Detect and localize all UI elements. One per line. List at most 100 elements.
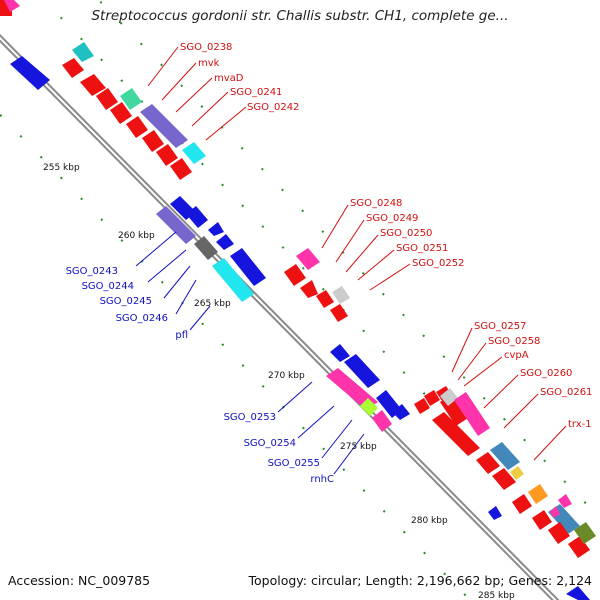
tick-row <box>0 113 471 600</box>
gene-arrow[interactable] <box>156 144 178 166</box>
gene-arrow[interactable] <box>532 510 552 530</box>
leader-line <box>457 342 487 381</box>
accession-label: Accession: <box>8 573 75 588</box>
gene-label[interactable]: SGO_0245 <box>100 296 152 307</box>
gene-label[interactable]: SGO_0252 <box>412 258 464 269</box>
length-value: 2,196,662 bp; <box>416 573 505 588</box>
gene-arrow[interactable] <box>316 290 334 308</box>
gene-label[interactable]: SGO_0258 <box>488 336 540 347</box>
gene-arrow[interactable] <box>550 506 560 518</box>
gene-arrow[interactable] <box>10 56 50 90</box>
leader-line <box>503 393 539 429</box>
gene-arrow[interactable] <box>512 494 532 514</box>
gene-label[interactable]: SGO_0261 <box>540 387 592 398</box>
gene-arrow[interactable] <box>216 234 234 250</box>
gene-arrow[interactable] <box>566 586 590 600</box>
leader-line <box>205 106 247 141</box>
gene-arrow[interactable] <box>528 484 548 504</box>
gene-arrow[interactable] <box>574 522 596 544</box>
reverse-leader-lines <box>135 231 365 475</box>
gene-label[interactable]: SGO_0248 <box>350 198 402 209</box>
gene-arrow[interactable] <box>142 130 164 152</box>
gene-label[interactable]: SGO_0238 <box>180 42 232 53</box>
scale-label: 255 kbp <box>43 163 80 173</box>
leader-line <box>175 77 213 113</box>
gene-arrow[interactable] <box>326 368 378 410</box>
gene-arrow[interactable] <box>392 404 410 420</box>
gene-arrow[interactable] <box>490 442 520 470</box>
gene-arrow[interactable] <box>96 88 118 110</box>
gene-arrow[interactable] <box>548 522 570 544</box>
gene-arrow[interactable] <box>558 494 572 508</box>
gene-arrow[interactable] <box>492 468 516 490</box>
gene-arrow[interactable] <box>182 142 206 164</box>
gene-arrow[interactable] <box>568 536 590 558</box>
gene-label[interactable]: SGO_0243 <box>66 266 118 277</box>
gene-label[interactable]: SGO_0260 <box>520 368 572 379</box>
leader-line <box>451 327 473 373</box>
gene-label[interactable]: SGO_0257 <box>474 321 526 332</box>
gene-arrow[interactable] <box>72 42 94 62</box>
gene-arrow[interactable] <box>510 466 524 480</box>
gene-arrow[interactable] <box>424 390 440 406</box>
gene-arrow[interactable] <box>300 280 318 298</box>
genes-label: Genes: <box>508 573 553 588</box>
gene-arrow[interactable] <box>170 158 192 180</box>
gene-label[interactable]: SGO_0244 <box>82 281 134 292</box>
leader-line <box>533 425 567 461</box>
leader-line <box>147 46 179 87</box>
gene-arrow[interactable] <box>440 388 458 406</box>
gene-arrow[interactable] <box>284 264 306 286</box>
gene-arrow[interactable] <box>360 398 378 416</box>
gene-arrow[interactable] <box>330 344 350 362</box>
gene-label[interactable]: SGO_0254 <box>244 438 296 449</box>
gene-arrow[interactable] <box>230 248 266 286</box>
gene-arrow[interactable] <box>330 304 348 322</box>
gene-arrow[interactable] <box>120 88 142 110</box>
gene-label[interactable]: SGO_0251 <box>396 243 448 254</box>
gene-arrow[interactable] <box>156 206 196 244</box>
gene-label[interactable]: SGO_0246 <box>116 313 168 324</box>
gene-arrow[interactable] <box>4 0 20 12</box>
forward-gene-labels: SGO_0238 mvk mvaD SGO_0241 SGO_0242 SGO_… <box>180 42 592 430</box>
gene-arrow[interactable] <box>454 392 490 436</box>
gene-arrow[interactable] <box>80 74 106 96</box>
gene-label[interactable]: mvk <box>198 58 220 69</box>
gene-label[interactable]: SGO_0242 <box>247 102 299 113</box>
gene-arrow[interactable] <box>208 222 224 236</box>
gene-label[interactable]: SGO_0241 <box>230 87 282 98</box>
gene-label[interactable]: mvaD <box>214 73 244 84</box>
gene-label[interactable]: pfl <box>175 330 188 341</box>
gene-arrow[interactable] <box>432 412 480 456</box>
gene-arrow[interactable] <box>296 248 320 270</box>
gene-arrow[interactable] <box>488 506 502 520</box>
gene-label[interactable]: SGO_0255 <box>268 458 320 469</box>
gene-label[interactable]: SGO_0249 <box>366 213 418 224</box>
gene-arrow[interactable] <box>194 236 218 260</box>
scale-label: 285 kbp <box>478 591 515 600</box>
gene-label[interactable]: SGO_0253 <box>224 412 276 423</box>
leader-line <box>321 419 353 459</box>
forward-genes <box>0 0 596 558</box>
gene-arrow[interactable] <box>126 116 148 138</box>
gene-arrow[interactable] <box>476 452 500 474</box>
accession-info: Accession:NC_009785 <box>8 573 150 588</box>
gene-arrow[interactable] <box>372 410 392 432</box>
gene-arrow[interactable] <box>62 58 84 78</box>
gene-label[interactable]: SGO_0250 <box>380 228 432 239</box>
gene-arrow[interactable] <box>414 398 430 414</box>
leader-line <box>483 374 519 409</box>
genome-summary: Topology:circular; Length:2,196,662 bp; … <box>249 573 592 588</box>
gene-arrow[interactable] <box>110 102 132 124</box>
gene-arrow[interactable] <box>140 104 188 148</box>
scale-labels: 255 kbp 260 kbp 265 kbp 270 kbp 275 kbp … <box>43 163 515 600</box>
gene-label[interactable]: cvpA <box>504 350 529 361</box>
gene-arrow[interactable] <box>212 258 254 302</box>
gene-label[interactable]: trx-1 <box>568 419 592 430</box>
gene-arrow[interactable] <box>344 354 380 388</box>
gene-arrow[interactable] <box>186 206 208 228</box>
gene-arrow[interactable] <box>332 286 350 304</box>
gene-label[interactable]: rnhC <box>310 474 334 485</box>
